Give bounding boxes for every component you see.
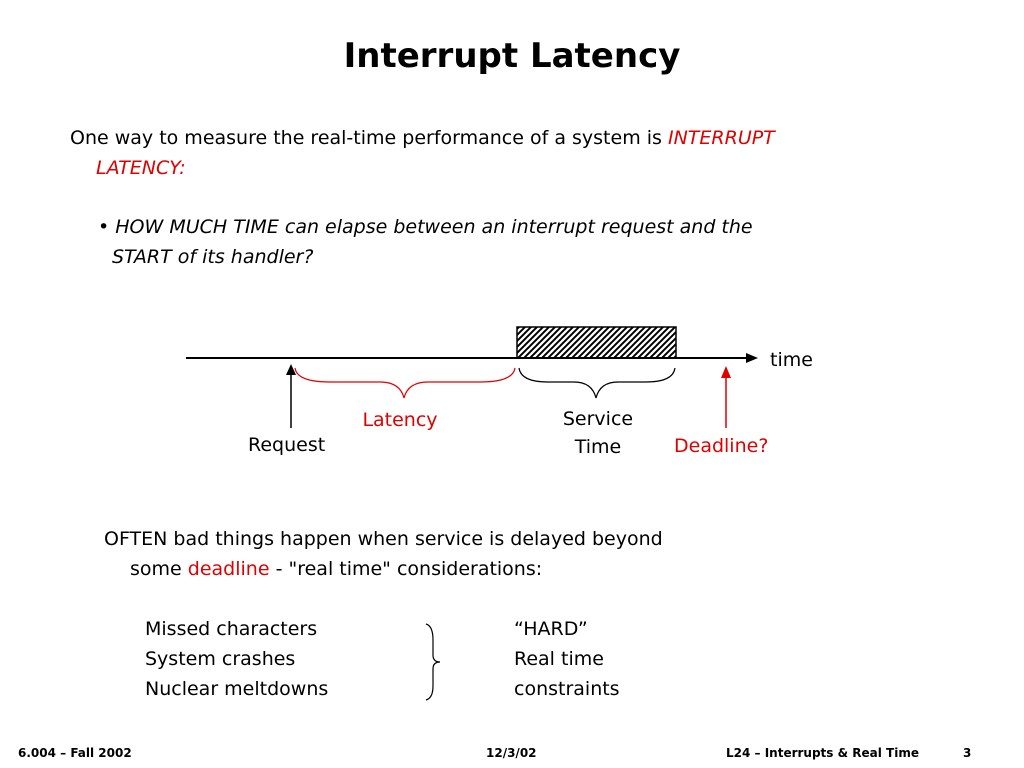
failure-item: Missed characters bbox=[145, 618, 318, 640]
intro-text: One way to measure the real-time perform… bbox=[70, 127, 662, 149]
bullet-text: can elapse between an interrupt request … bbox=[284, 216, 753, 238]
intro-line-1: One way to measure the real-time perform… bbox=[70, 127, 775, 149]
consequence-line-1: OFTEN bad things happen when service is … bbox=[104, 528, 663, 550]
latency-label: Latency bbox=[362, 409, 438, 431]
failure-item: System crashes bbox=[145, 648, 296, 670]
bullet-line-1: • HOW MUCH TIME can elapse between an in… bbox=[98, 216, 753, 238]
footer-date: 12/3/02 bbox=[486, 746, 537, 760]
intro-term-part1: INTERRUPT bbox=[667, 127, 775, 149]
deadline-arrowhead bbox=[721, 366, 731, 378]
consequence-post: - "real time" considerations: bbox=[275, 558, 543, 580]
request-label: Request bbox=[248, 434, 326, 456]
service-time-brace bbox=[518, 367, 676, 399]
bullet-emphasis: HOW MUCH TIME bbox=[115, 216, 279, 238]
intro-term-part2: LATENCY: bbox=[96, 157, 186, 179]
time-axis-arrowhead bbox=[746, 353, 758, 363]
constraint-line: “HARD” bbox=[514, 618, 588, 640]
service-time-box bbox=[516, 326, 677, 359]
grouping-brace bbox=[425, 623, 441, 701]
latency-brace bbox=[294, 367, 516, 399]
service-label-line-1: Service bbox=[562, 408, 634, 430]
time-label: time bbox=[770, 349, 813, 371]
bullet-marker: • bbox=[98, 216, 110, 238]
footer-page-number: 3 bbox=[963, 746, 972, 760]
request-arrowhead bbox=[286, 364, 296, 375]
constraint-line: constraints bbox=[514, 678, 620, 700]
service-label-line-2: Time bbox=[574, 436, 622, 458]
failure-item: Nuclear meltdowns bbox=[145, 678, 329, 700]
bullet-line-2: START of its handler? bbox=[112, 246, 314, 268]
deadline-label: Deadline? bbox=[674, 435, 769, 457]
consequence-line-2: some deadline - "real time" consideratio… bbox=[130, 558, 542, 580]
footer-lecture: L24 – Interrupts & Real Time bbox=[726, 746, 919, 760]
slide-title: Interrupt Latency bbox=[343, 36, 681, 76]
footer-course: 6.004 – Fall 2002 bbox=[18, 746, 132, 760]
consequence-pre: some bbox=[130, 558, 182, 580]
consequence-deadline: deadline bbox=[187, 558, 270, 580]
constraint-line: Real time bbox=[514, 648, 604, 670]
